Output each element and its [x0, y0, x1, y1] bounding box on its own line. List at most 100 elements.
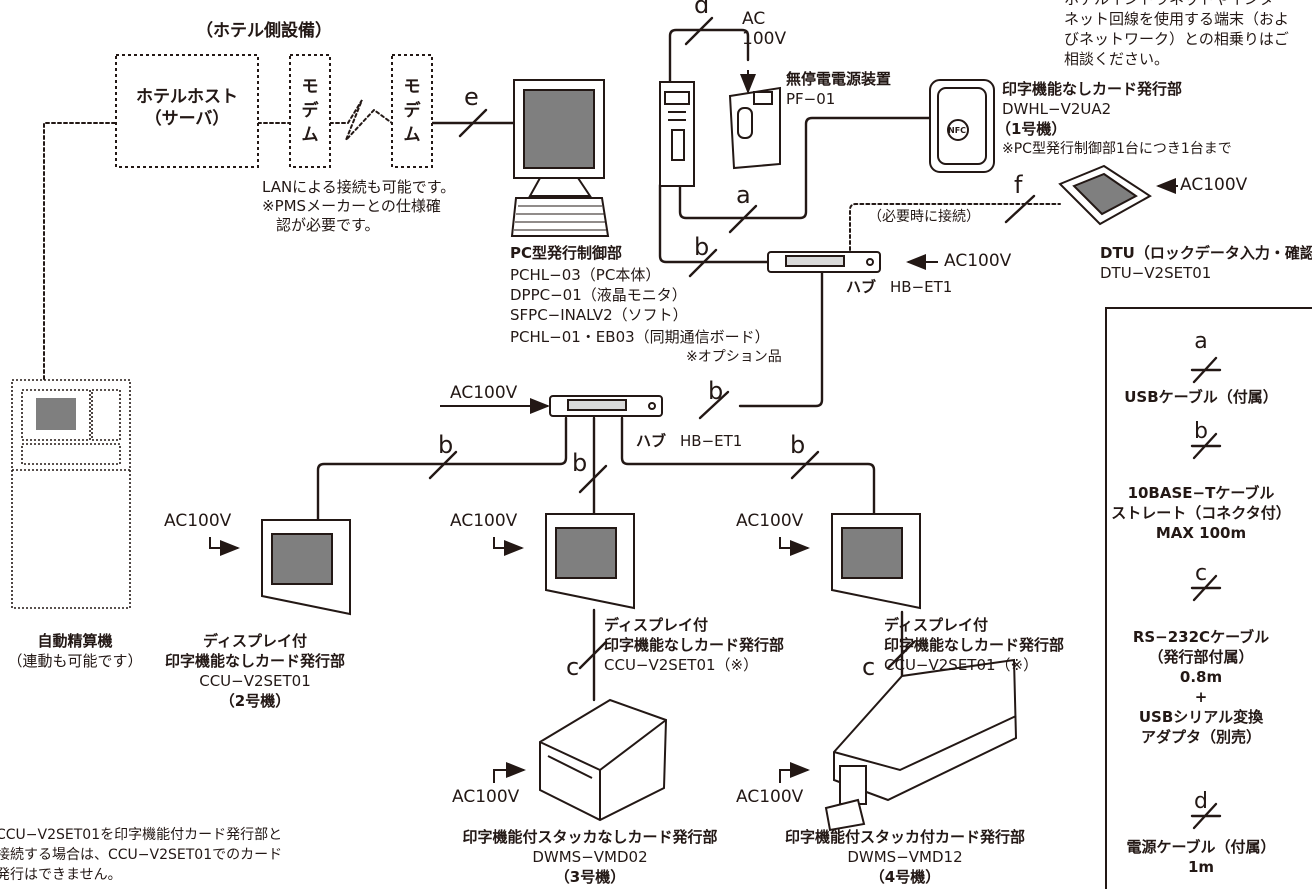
- legend-c-line2: （発行部付属）: [1148, 648, 1254, 666]
- cable-b-unit4: [620, 416, 876, 520]
- ac-top-line1: AC: [742, 9, 766, 29]
- unit3-model: CCU−V2SET01（※）: [604, 656, 759, 674]
- modem-1-char-2: デ: [301, 101, 319, 121]
- cable-d: [668, 28, 750, 84]
- pc-controller-line4: PCHL−01・EB03（同期通信ボード）: [510, 328, 770, 346]
- legend-b-line2: ストレート（コネクタ付）: [1111, 504, 1291, 522]
- bottom-note-line3: 発行はできません。: [0, 867, 122, 883]
- legend-box: [1105, 307, 1312, 889]
- unit2-line2: 印字機能なしカード発行部: [164, 652, 345, 670]
- display-unit-2-device: [261, 519, 351, 616]
- legend-c-letter: c: [1194, 561, 1208, 586]
- cable-letter-b-2: b: [708, 377, 724, 405]
- cable-letter-b-5: b: [790, 431, 806, 459]
- legend-a-letter: a: [1194, 329, 1208, 354]
- printer3-model: DWMS−VMD02: [532, 848, 648, 866]
- legend-d-line1: 電源ケーブル（付属）: [1126, 838, 1276, 856]
- hub-mid-device: [549, 395, 663, 417]
- unit4-line1: ディスプレイ付: [884, 616, 988, 634]
- pc-controller-line3: SFPC−INALV2（ソフト）: [510, 306, 688, 324]
- nfc-label: NFC: [948, 126, 967, 135]
- unit2-ac: AC100V: [164, 511, 232, 531]
- bottom-note-line2: 接続する場合は、CCU−V2SET01でのカード: [0, 847, 283, 863]
- top-note-line1: ホテルイントラネットやインター: [1064, 0, 1289, 8]
- card-issuer-unit: （1号機）: [996, 120, 1067, 138]
- legend-c-line3: 0.8m: [1179, 668, 1223, 686]
- legend-c-line5: USBシリアル変換: [1138, 708, 1264, 726]
- card-issuer-model: DWHL−V2UA2: [1002, 100, 1112, 118]
- hub-top-model: HB−ET1: [890, 278, 953, 296]
- unit4-line2: 印字機能なしカード発行部: [884, 636, 1065, 654]
- pc-controller-line2: DPPC−01（液晶モニタ）: [510, 286, 687, 304]
- modem-2-char-1: モ: [403, 77, 421, 97]
- hotel-host-line2: （サーバ）: [144, 109, 230, 129]
- hub-top-ac: AC100V: [944, 251, 1012, 271]
- hub-mid-model: HB−ET1: [680, 432, 743, 450]
- cable-b-tower-hub: [658, 183, 770, 264]
- card-issuer-title: 印字機能なしカード発行部: [1002, 80, 1183, 98]
- lan-note-line2: ※PMSメーカーとの仕様確: [262, 197, 441, 215]
- top-note-line3: びネットワーク）との相乗りはご: [1064, 30, 1289, 48]
- printer-3-device: [539, 698, 668, 822]
- display-unit-4-device: [831, 513, 921, 610]
- unit3-ac: AC100V: [450, 511, 518, 531]
- unit3-line2: 印字機能なしカード発行部: [604, 636, 785, 654]
- hotel-host-line1: ホテルホスト: [136, 87, 238, 107]
- legend-b-letter: b: [1194, 419, 1208, 444]
- card-issuer-note: ※PC型発行制御部1台につき1台まで: [1002, 141, 1232, 157]
- legend-b-line3: MAX 100m: [1155, 524, 1247, 542]
- cable-letter-e: e: [464, 83, 479, 111]
- dotted-modem-link: [329, 99, 393, 141]
- hub-top-device: [767, 251, 881, 273]
- auto-payment-title: 自動精算機: [37, 632, 113, 650]
- modem-1-char-1: モ: [301, 77, 319, 97]
- top-note-line2: ネット回線を使用する端末（およ: [1064, 10, 1290, 28]
- printer4-unit: （4号機）: [869, 868, 941, 886]
- unit3-line1: ディスプレイ付: [604, 616, 708, 634]
- modem-2-char-3: ム: [403, 125, 421, 145]
- pc-tower: [659, 81, 695, 187]
- connect-when-needed: （必要時に接続）: [868, 209, 980, 225]
- cable-letter-b-1: b: [694, 233, 710, 261]
- modem-2-char-2: デ: [403, 101, 421, 121]
- lan-note-line1: LANによる接続も可能です。: [262, 178, 456, 196]
- printer3-title: 印字機能付スタッカなしカード発行部: [462, 828, 718, 846]
- cable-letter-d: d: [694, 0, 710, 19]
- cable-a: [678, 116, 932, 220]
- hub-top-label: ハブ: [846, 278, 877, 296]
- cable-letter-c-2: c: [862, 653, 876, 681]
- unit4-ac: AC100V: [736, 511, 804, 531]
- dotted-host-payment: [43, 122, 117, 386]
- printer-4-device: [824, 658, 1018, 832]
- printer4-title: 印字機能付スタッカ付カード発行部: [784, 828, 1025, 846]
- top-note-line4: 相談ください。: [1064, 50, 1170, 68]
- hub-mid-label: ハブ: [636, 432, 667, 450]
- dtu-ac: AC100V: [1180, 175, 1248, 195]
- dtu-device: [1058, 164, 1152, 226]
- dtu-model: DTU−V2SET01: [1100, 264, 1212, 282]
- hotel-host-box: [115, 54, 259, 168]
- legend-d-letter: d: [1194, 789, 1208, 814]
- printer3-unit: （3号機）: [554, 868, 626, 886]
- printer4-model: DWMS−VMD12: [847, 848, 963, 866]
- bottom-note-line1: CCU−V2SET01を印字機能付カード発行部と: [0, 827, 283, 843]
- hub-mid-ac: AC100V: [450, 383, 518, 403]
- modem-1-char-3: ム: [301, 125, 319, 145]
- legend-a-line1: USBケーブル（付属）: [1124, 388, 1278, 406]
- dtu-title: DTU（ロックデータ入力・確認用）: [1100, 244, 1312, 262]
- dotted-dtu: [849, 203, 1061, 263]
- display-unit-3-device: [545, 513, 635, 610]
- auto-payment-note: （連動も可能です）: [7, 652, 143, 670]
- cable-b-hub-hub: [738, 268, 824, 408]
- pc-monitor: [510, 79, 610, 237]
- unit4-model: CCU−V2SET01（※）: [884, 656, 1039, 674]
- cable-letter-f: f: [1014, 171, 1023, 199]
- ups-model: PF−01: [786, 90, 836, 108]
- unit2-model: CCU−V2SET01: [199, 672, 311, 690]
- legend-c-line4: +: [1194, 688, 1208, 706]
- cable-b-unit2: [316, 416, 568, 522]
- unit2-unit: （2号機）: [219, 692, 291, 710]
- nfc-card-issuer: [929, 79, 995, 173]
